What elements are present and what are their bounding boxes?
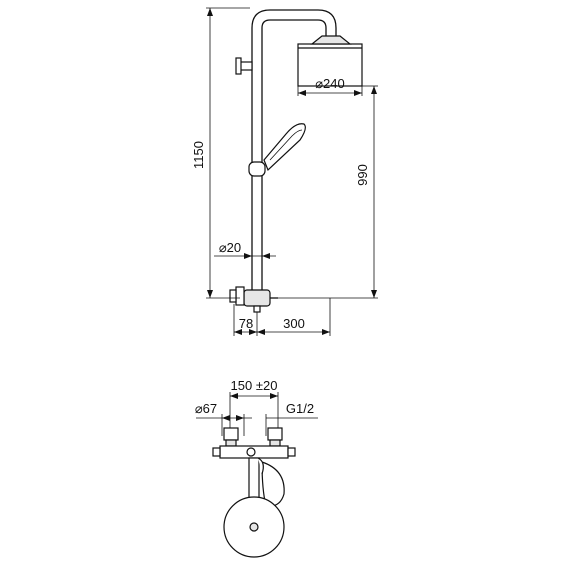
dim-total-height-label: 1150 <box>191 141 206 169</box>
dim-pipe-diameter <box>214 253 276 259</box>
riser-pipe <box>251 9 337 290</box>
rain-shower-head <box>297 35 363 87</box>
right-valve <box>267 427 283 447</box>
dim-head-height-label: 990 <box>355 164 370 186</box>
dim-pipe-diameter-label: ⌀20 <box>219 240 241 255</box>
mixer-body <box>212 445 296 459</box>
dim-thread-label: G1/2 <box>286 401 314 416</box>
dim-head-diameter-label: ⌀240 <box>315 76 345 91</box>
dim-arm-length-label: 300 <box>283 316 305 331</box>
shower-column-side-view: 1150 990 ⌀240 ⌀20 <box>191 7 378 336</box>
left-valve <box>223 427 239 447</box>
dim-valve-spacing-label: 150 ±20 <box>231 378 278 393</box>
mixer-front-view <box>196 392 318 558</box>
diverter-knob <box>235 57 253 75</box>
hand-shower-front <box>261 461 285 507</box>
dim-flange-diameter-label: ⌀67 <box>195 401 217 416</box>
thermostatic-mixer <box>229 286 278 313</box>
dim-total-height <box>206 7 250 299</box>
dim-head-height <box>278 85 378 299</box>
hand-shower <box>248 123 306 177</box>
dim-head-diameter <box>297 86 363 96</box>
dim-horizontal-offsets <box>233 298 331 336</box>
dim-wall-offset-label: 78 <box>239 316 253 331</box>
